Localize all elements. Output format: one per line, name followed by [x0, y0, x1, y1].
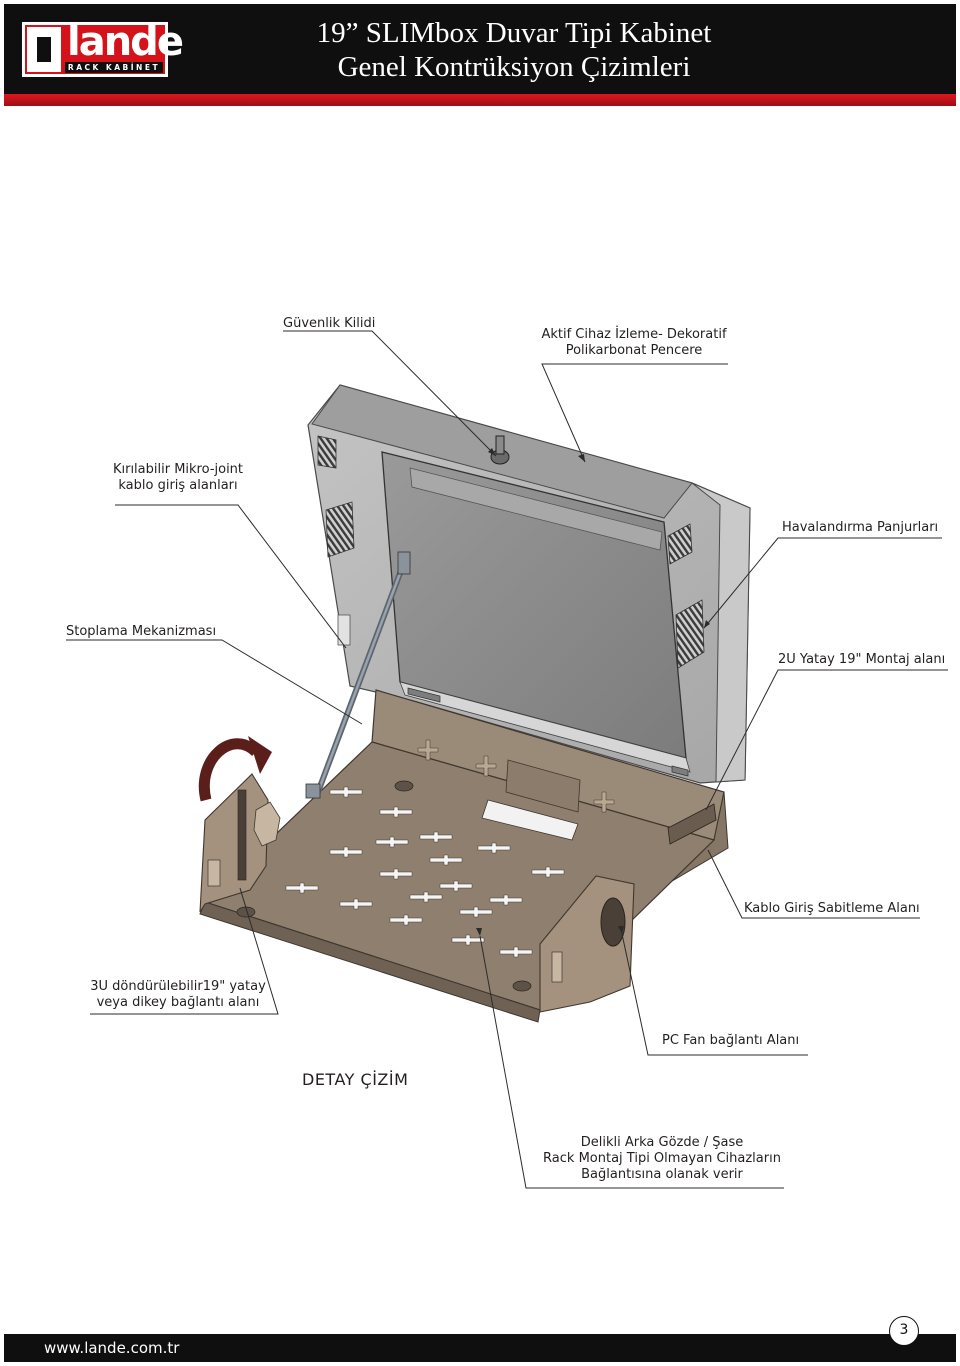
lid-bottom-edge [399, 681, 691, 773]
callout-stoplama: Stoplama Mekanizması [66, 624, 217, 639]
page-number-badge: 3 [889, 1316, 919, 1346]
cable-entry-clamp [667, 803, 717, 845]
callout-kablo-giris: Kablo Giriş Sabitleme Alanı [744, 901, 920, 916]
stay-mechanism [305, 551, 411, 799]
callout-3u-line2: veya dikey bağlantı alanı [96, 995, 260, 1010]
callout-pc-fan: PC Fan bağlantı Alanı [662, 1033, 800, 1048]
security-lock-icon [490, 435, 510, 465]
callout-arka-gozde-line1: Delikli Arka Gözde / Şase [580, 1135, 744, 1150]
rotate-arrow-icon [198, 736, 272, 802]
leader-arrowheads [476, 448, 710, 936]
callout-mikro-joint-line2: kablo giriş alanları [118, 478, 238, 493]
logo-wordmark: lande [67, 19, 184, 65]
callout-aktif-cihaz-line2: Polikarbonat Pencere [565, 343, 703, 358]
vent-left-top [317, 435, 337, 469]
logo-mark-icon [27, 27, 61, 72]
lande-logo[interactable]: lande RACK KABİNET [22, 19, 184, 77]
callout-arka-gozde-line3: Bağlantısına olanak verir [581, 1167, 743, 1182]
vent-left-mid [325, 501, 355, 558]
callout-arka-gozde-line2: Rack Montaj Tipi Olmayan Cihazların [543, 1151, 781, 1166]
window-top-strip [409, 467, 663, 551]
bracket-rect-cutout [207, 859, 221, 887]
detail-drawing-title: DETAY ÇİZİM [302, 1070, 409, 1089]
back-wall-panel [505, 759, 581, 813]
website-link[interactable]: www.lande.com.tr [44, 1339, 180, 1357]
bracket-hex-window [253, 801, 281, 847]
logo-subtitle: RACK KABİNET [65, 62, 163, 73]
right-bracket-slot [551, 951, 563, 983]
callout-aktif-cihaz-line1: Aktif Cihaz İzleme- Dekoratif [541, 327, 727, 342]
lid-right-side [691, 482, 751, 783]
lid [307, 384, 751, 784]
callout-guvenlik-kilidi: Güvenlik Kilidi [283, 316, 376, 331]
callout-mikro-joint-line1: Kırılabilir Mikro-joint [112, 462, 244, 477]
leader-lines [66, 330, 948, 1189]
header-accent-stripe [4, 94, 956, 106]
vent-right-bottom [675, 599, 705, 669]
page-title-line-2: Genel Kontrüksiyon Çizimleri [337, 51, 691, 83]
header-bar: lande RACK KABİNET 19” SLIMbox Duvar Tip… [4, 4, 956, 94]
callout-havalandirma: Havalandırma Panjurları [782, 520, 939, 535]
callout-3u-line1: 3U döndürülebilir19" yatay [90, 979, 266, 994]
back-wall-cutout [481, 799, 579, 841]
callout-2u-montaj: 2U Yatay 19" Montaj alanı [778, 652, 946, 667]
back-wall-crosses [417, 739, 615, 813]
hinge-right [671, 765, 689, 777]
bracket-slot-a [237, 789, 247, 881]
tray-feet [236, 780, 532, 992]
floor-cross-cutouts [285, 786, 565, 958]
page-title-line-1: 19” SLIMbox Duvar Tipi Kabinet [316, 17, 712, 49]
vent-right-top [667, 523, 693, 565]
hinge-left [407, 687, 441, 703]
pc-fan-cutout [600, 897, 626, 947]
footer-bar: www.lande.com.tr [4, 1334, 956, 1362]
